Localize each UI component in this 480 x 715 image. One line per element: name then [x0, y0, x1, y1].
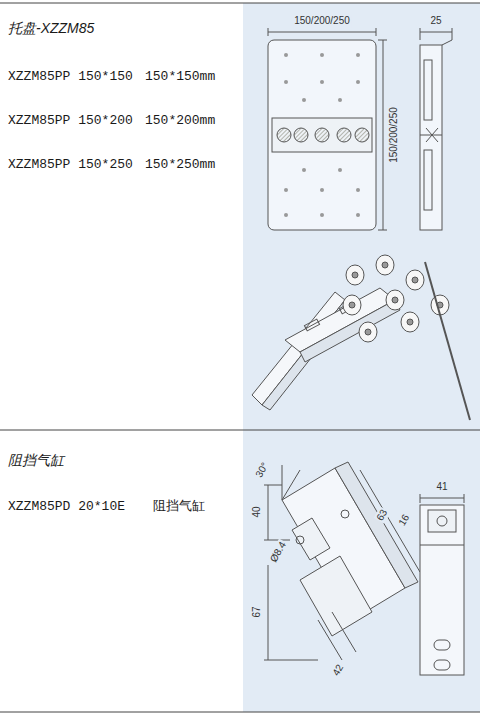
- stopper-cylinder-drawing: [264, 462, 464, 675]
- size-spec: 150*150mm: [145, 70, 215, 85]
- model-code: XZZM85PD 20*10E: [8, 500, 125, 515]
- section-title: 阻挡气缸: [8, 452, 64, 468]
- table-rule: [0, 712, 480, 713]
- table-rule: [0, 430, 480, 431]
- dimension: 25: [429, 15, 442, 27]
- dimension: 40: [251, 505, 263, 518]
- table-rule: [0, 3, 480, 4]
- image-panel: [243, 3, 480, 712]
- model-code: XZZM85PP 150*150: [8, 70, 133, 85]
- dimension: 67: [251, 605, 263, 618]
- part-name: 阻挡气缸: [153, 500, 205, 515]
- dimension: 150/200/250: [388, 106, 400, 164]
- size-spec: 150*200mm: [145, 114, 215, 129]
- section-title: 托盘-XZZM85: [8, 20, 94, 36]
- model-code: XZZM85PP 150*200: [8, 114, 133, 129]
- size-spec: 150*250mm: [145, 158, 215, 173]
- model-code: XZZM85PP 150*250: [8, 158, 133, 173]
- dimension: 150/200/250: [293, 15, 351, 27]
- dimension: 41: [435, 481, 448, 493]
- pallet-drawing: [252, 28, 470, 420]
